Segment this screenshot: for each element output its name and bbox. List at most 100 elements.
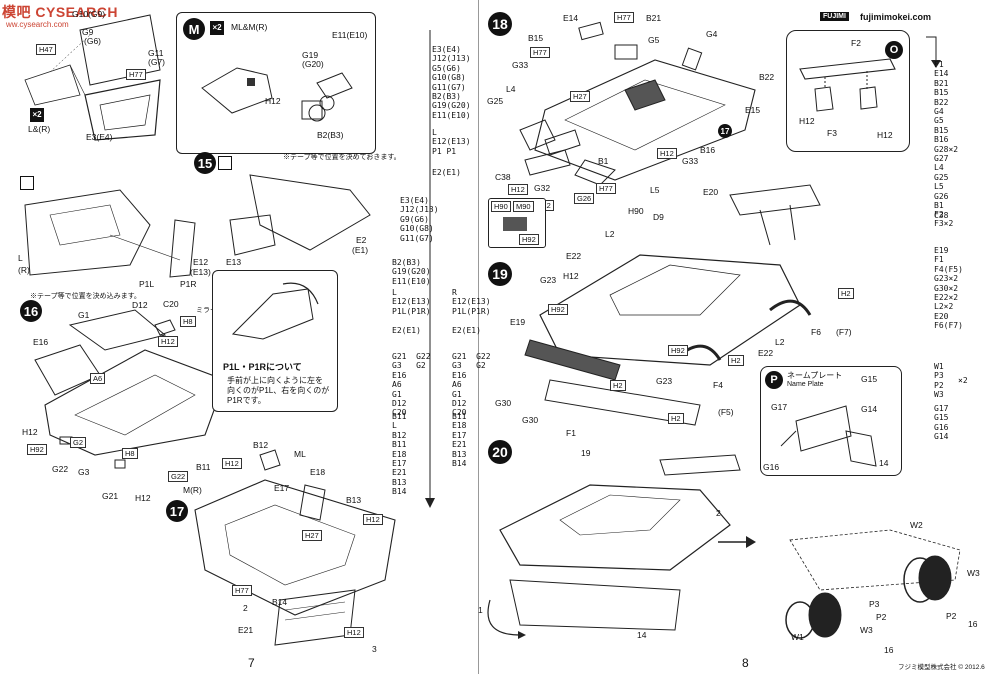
door-detail-drawing [231, 282, 319, 340]
part-label: H92 [548, 304, 568, 315]
parts-list: W1 P3 P2 W3 [934, 362, 944, 400]
part-label: E22 [758, 348, 774, 358]
parts-list: E2(E1) [432, 168, 461, 177]
brand-logo: FUJIMI [820, 12, 849, 21]
parts-list: F1 E14 B21 B15 B22 G4 G5 B15 B16 G28×2 G… [934, 60, 959, 220]
part-label: (F5) [718, 407, 734, 417]
wing-drawing [799, 58, 896, 112]
parts-list: E2(E1) [452, 326, 481, 335]
p1-note-line: P1Rです。 [227, 396, 266, 405]
p1-note-line: 手前が上に向くように左を [227, 376, 323, 385]
part-label: A6 [90, 373, 106, 384]
brand-url: fujimimokei.com [860, 12, 932, 22]
part-label: H77 [126, 69, 146, 80]
part-label: B14 [272, 597, 288, 607]
p1-note-panel: P1L・P1Rについて 手前が上に向くように左を 向くのがP1L、右を向くのが … [212, 270, 338, 412]
part-label: G23 [540, 275, 557, 285]
tape-note: ※テープ等で位置を決め込みます。 [30, 293, 141, 300]
part-label: H77 [596, 183, 616, 194]
part-label: C20 [163, 299, 179, 309]
part-label: P2 [876, 612, 887, 622]
part-label: H12 [344, 627, 364, 638]
part-label: W2 [910, 520, 923, 530]
part-label: H8 [122, 448, 138, 459]
part-label: G10(G9) [72, 9, 106, 19]
part-label: H27 [570, 91, 590, 102]
part-label: H90 [491, 201, 511, 212]
parts-list: L E12(E13) P1L(P1R) [392, 288, 431, 316]
ref-label: 19 [581, 448, 591, 458]
mirror-note: ミラー面 [196, 307, 224, 314]
part-label: G15 [861, 374, 878, 384]
parts-list: R E12(E13) P1L(P1R) [452, 288, 491, 316]
ref-label: 2 [716, 508, 721, 518]
part-label: D9 [653, 212, 664, 222]
wheels-drawing [785, 529, 961, 639]
seat-part [503, 217, 527, 231]
part-label: E3(E4) [86, 132, 113, 142]
part-label: H12 [657, 148, 677, 159]
page-number-right: 8 [742, 656, 749, 670]
tape-note: ※テープ等で位置を決めておきます。 [283, 154, 401, 161]
marker-o: O [885, 41, 903, 59]
part-label: C38 [495, 172, 511, 182]
part-label: H90 [628, 206, 644, 216]
part-label: E22 [566, 251, 582, 261]
paint-ref: 2 [243, 603, 248, 613]
part-label: H27 [302, 530, 322, 541]
part-label: L [18, 253, 23, 263]
part-label: B2(B3) [317, 130, 344, 140]
part-label: G33 [512, 60, 529, 70]
part-label: G19 [302, 50, 319, 60]
part-label: F4 [713, 380, 723, 390]
part-label: H12 [363, 514, 383, 525]
parts-list: B11 E18 E17 E21 B13 B14 [452, 412, 467, 469]
parts-list: G17 G15 G16 G14 [934, 404, 949, 442]
part-label: G9 [82, 27, 94, 37]
part-label: H2 [838, 288, 854, 299]
part-label: F1 [566, 428, 576, 438]
step20-car-drawing [487, 454, 741, 639]
x2-badge: ×2 [210, 21, 224, 35]
page-divider [478, 0, 479, 674]
parts-list: G21 G22 G3 G2 E16 A6 G1 D12 C20 [452, 352, 491, 418]
part-label: B11 [196, 462, 211, 472]
part-label: M(R) [183, 485, 202, 495]
part-label: E18 [310, 467, 326, 477]
part-label: (G7) [148, 57, 165, 67]
step-18: 18 [488, 12, 512, 36]
part-label: (G20) [302, 59, 324, 69]
part-label: P3 [869, 599, 880, 609]
part-label: E11(E10) [332, 30, 368, 40]
step19-car-drawing [524, 184, 821, 426]
part-label: E21 [238, 625, 254, 635]
part-label: D12 [132, 300, 148, 310]
part-label: W1 [791, 632, 804, 642]
part-label: H77 [614, 12, 634, 23]
part-label: H77 [232, 585, 252, 596]
inset-h90: H90 M90 H92 [488, 198, 546, 248]
parts-list: E19 F1 F4(F5) G23×2 G30×2 E22×2 L2×2 E20… [934, 246, 963, 331]
part-label: G30 [495, 398, 512, 408]
part-label: ML&M(R) [231, 22, 268, 32]
part-label: H92 [519, 234, 539, 245]
part-label: G22 [168, 471, 189, 482]
part-label: P1R [180, 279, 197, 289]
part-label: G16 [763, 462, 780, 472]
part-label: E13 [226, 257, 242, 267]
part-label: H12 [563, 271, 579, 281]
part-label: ML [294, 449, 306, 459]
watermark-site: ww.cysearch.com [6, 20, 69, 29]
part-label: G30 [522, 415, 539, 425]
panel-p: P ネームプレート Name Plate G15 G17 G14 G16 14 [760, 366, 902, 476]
door-drawing [24, 14, 161, 141]
part-label: (E1) [352, 245, 369, 255]
symbol-box [218, 156, 232, 170]
part-label: B16 [700, 145, 716, 155]
part-label: L2 [775, 337, 785, 347]
part-label: (F7) [836, 327, 852, 337]
p1-note-line: 向くのがP1L、右を向くのが [227, 386, 330, 395]
flow-arrow-right [926, 36, 941, 68]
part-label: B21 [646, 13, 662, 23]
part-label: B12 [253, 440, 269, 450]
